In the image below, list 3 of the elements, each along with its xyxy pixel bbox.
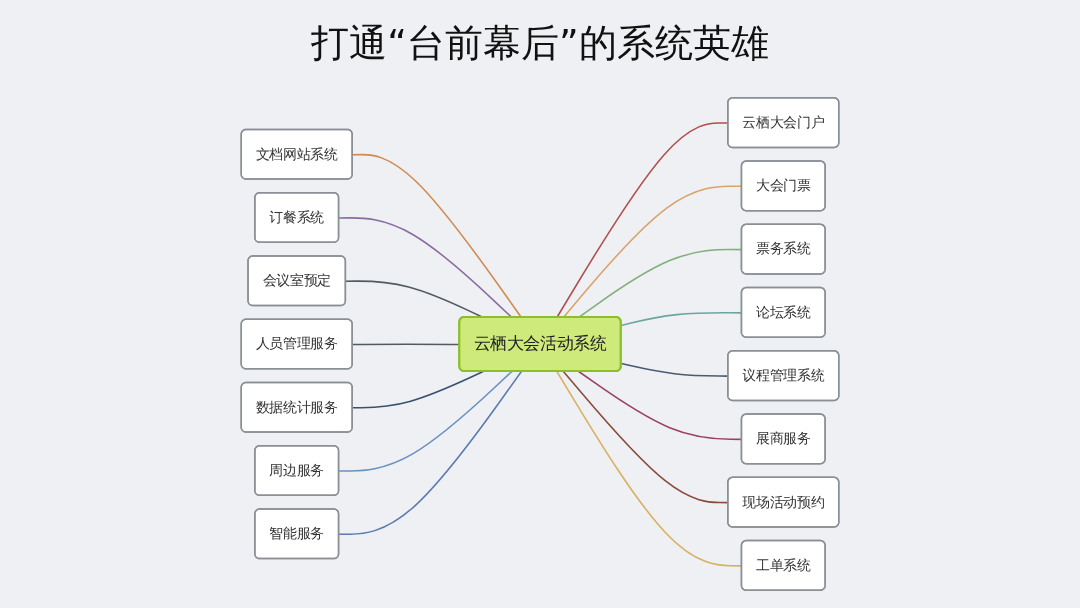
title: 打通“台前幕后”的系统英雄: [310, 20, 770, 67]
connector: [338, 370, 513, 472]
connector: [338, 370, 523, 536]
